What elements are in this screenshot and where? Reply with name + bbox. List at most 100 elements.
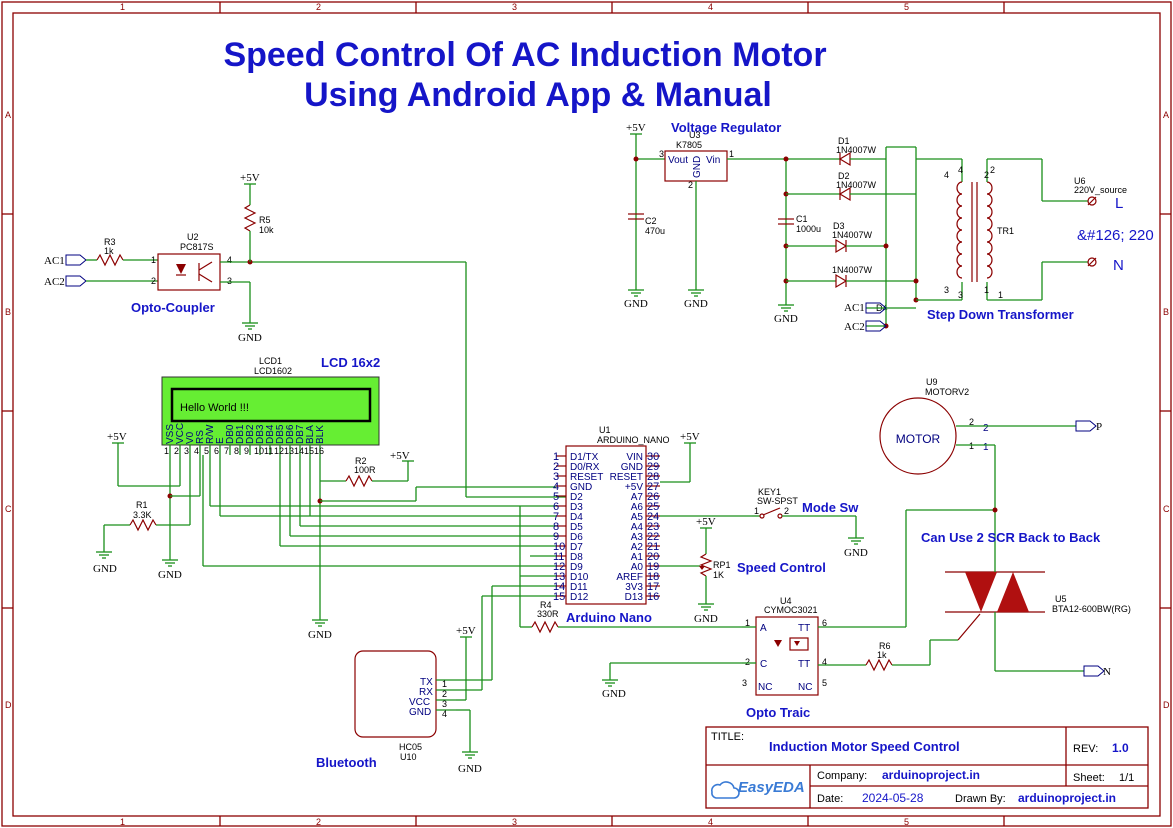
u4-pin-t1: TT xyxy=(798,623,810,634)
svg-text:GND: GND xyxy=(684,298,708,310)
diode-d2: D2 1N4007W xyxy=(786,171,916,202)
col-label: 4 xyxy=(708,2,713,12)
potentiometer-rp1[interactable]: RP1 1K xyxy=(699,553,731,580)
lcd-pin-name: DB7 xyxy=(295,424,306,444)
u10-value: HC05 xyxy=(399,742,422,752)
u3-vout: Vout xyxy=(668,155,688,166)
nano-pin-name: D11 xyxy=(570,582,588,593)
row-label: A xyxy=(1163,110,1169,120)
lcd-pin-number: 10 xyxy=(254,446,264,456)
nano-pin-name: D3 xyxy=(570,502,583,513)
u10-ref: U10 xyxy=(400,752,417,762)
speed-control-label: Speed Control xyxy=(737,560,826,575)
u10-tx: TX xyxy=(420,677,433,688)
row-label: B xyxy=(5,307,11,317)
u3-value: K7805 xyxy=(676,140,702,150)
resistor-r5: R5 10k xyxy=(243,204,274,235)
lcd-pin-number: 1 xyxy=(164,446,169,456)
rp1-value: 1K xyxy=(713,570,724,580)
key1-value: SW-SPST xyxy=(757,496,798,506)
col-label: 2 xyxy=(316,817,321,827)
nano-pin-name: RESET xyxy=(570,472,603,483)
nano-pin-number: 30 xyxy=(647,451,659,463)
gnd-symbol: GND xyxy=(93,551,117,575)
svg-text:+5V: +5V xyxy=(107,431,127,443)
nano-pin-name: D5 xyxy=(570,522,583,533)
lcd-pin: 6E xyxy=(214,437,226,456)
gnd-symbol: GND xyxy=(684,289,708,310)
nano-pin-name: D0/RX xyxy=(570,462,600,473)
nano-pin: 8 D5 xyxy=(553,521,583,533)
svg-text:3: 3 xyxy=(227,276,232,286)
nano-pin: 27 +5V xyxy=(625,481,660,493)
ac-source-u6: U6 220V_source L N &#126; 220 xyxy=(1074,176,1154,274)
svg-text:4: 4 xyxy=(944,170,949,180)
arduino-nano-label: Arduino Nano xyxy=(566,610,652,625)
lcd-pin-number: 2 xyxy=(174,446,179,456)
nano-pin-number: 8 xyxy=(553,521,559,533)
nano-right-pins: 30VIN29GND28RESET27+5V26A725A624A523A422… xyxy=(610,451,660,603)
nano-pin-number: 20 xyxy=(647,551,659,563)
power-5v: +5V xyxy=(626,122,646,134)
nano-pin-name: GND xyxy=(570,482,592,493)
scr-note: Can Use 2 SCR Back to Back xyxy=(921,530,1101,545)
title-block-date: 2024-05-28 xyxy=(862,791,924,805)
nano-pin-name: D2 xyxy=(570,492,583,503)
svg-text:AC2: AC2 xyxy=(44,276,65,288)
nano-pin-number: 7 xyxy=(553,511,559,523)
u4-pin-a: A xyxy=(760,623,767,634)
r4-ref: R4 xyxy=(540,600,552,610)
nano-pin-name: D1/TX xyxy=(570,452,599,463)
nano-pin-name: A0 xyxy=(631,562,644,573)
title-block-drawn-label: Drawn By: xyxy=(955,793,1006,805)
r1-value: 3.3K xyxy=(133,510,152,520)
nano-pin-number: 27 xyxy=(647,481,659,493)
u1-ref: U1 xyxy=(599,425,611,435)
svg-text:3: 3 xyxy=(742,678,747,688)
nano-pin-name: A7 xyxy=(631,492,644,503)
svg-text:GND: GND xyxy=(694,613,718,625)
nano-pin-number: 23 xyxy=(647,521,659,533)
d4-value: 1N4007W xyxy=(832,265,873,275)
net-label-ac1: AC1 xyxy=(44,254,87,267)
u4-pin-c: C xyxy=(760,659,767,670)
svg-text:2: 2 xyxy=(983,423,989,434)
u6-value: 220V_source xyxy=(1074,185,1127,195)
u4-pin-nc1: NC xyxy=(758,682,772,693)
svg-text:2: 2 xyxy=(151,276,156,286)
svg-text:GND: GND xyxy=(844,547,868,559)
r6-ref: R6 xyxy=(879,641,891,651)
svg-text:AC2: AC2 xyxy=(844,321,865,333)
nano-pin-number: 14 xyxy=(553,581,565,593)
nano-pin-number: 26 xyxy=(647,491,659,503)
svg-text:4: 4 xyxy=(958,165,963,175)
nano-pin-name: +5V xyxy=(625,482,643,493)
col-label: 3 xyxy=(512,2,517,12)
lcd-pin-name: DB0 xyxy=(225,424,236,444)
opto-triac-u4: U4 CYMOC3021 A C NC TT TT NC 123 645 xyxy=(742,596,827,696)
u5-value: BTA12-600BW(RG) xyxy=(1052,604,1131,614)
lcd-pin: 4RS xyxy=(194,430,206,456)
capacitor-c1: C1 1000u xyxy=(778,214,821,234)
svg-text:1: 1 xyxy=(969,441,974,451)
svg-text:+5V: +5V xyxy=(696,516,716,528)
net-label-ac2-right: AC2 xyxy=(844,320,887,333)
u10-vcc: VCC xyxy=(409,697,430,708)
lcd-pin-name: DB5 xyxy=(275,424,286,444)
col-label: 5 xyxy=(904,817,909,827)
nano-pin-name: D4 xyxy=(570,512,583,523)
svg-text:1: 1 xyxy=(151,255,156,265)
diode-d1: D1 1N4007W xyxy=(836,136,886,167)
svg-text:3: 3 xyxy=(659,149,664,159)
nano-pin: 14 D11 xyxy=(553,581,588,593)
lcd-pin-number: 8 xyxy=(234,446,239,456)
lcd-label: LCD 16x2 xyxy=(321,355,380,370)
nano-pin-name: RESET xyxy=(610,472,643,483)
